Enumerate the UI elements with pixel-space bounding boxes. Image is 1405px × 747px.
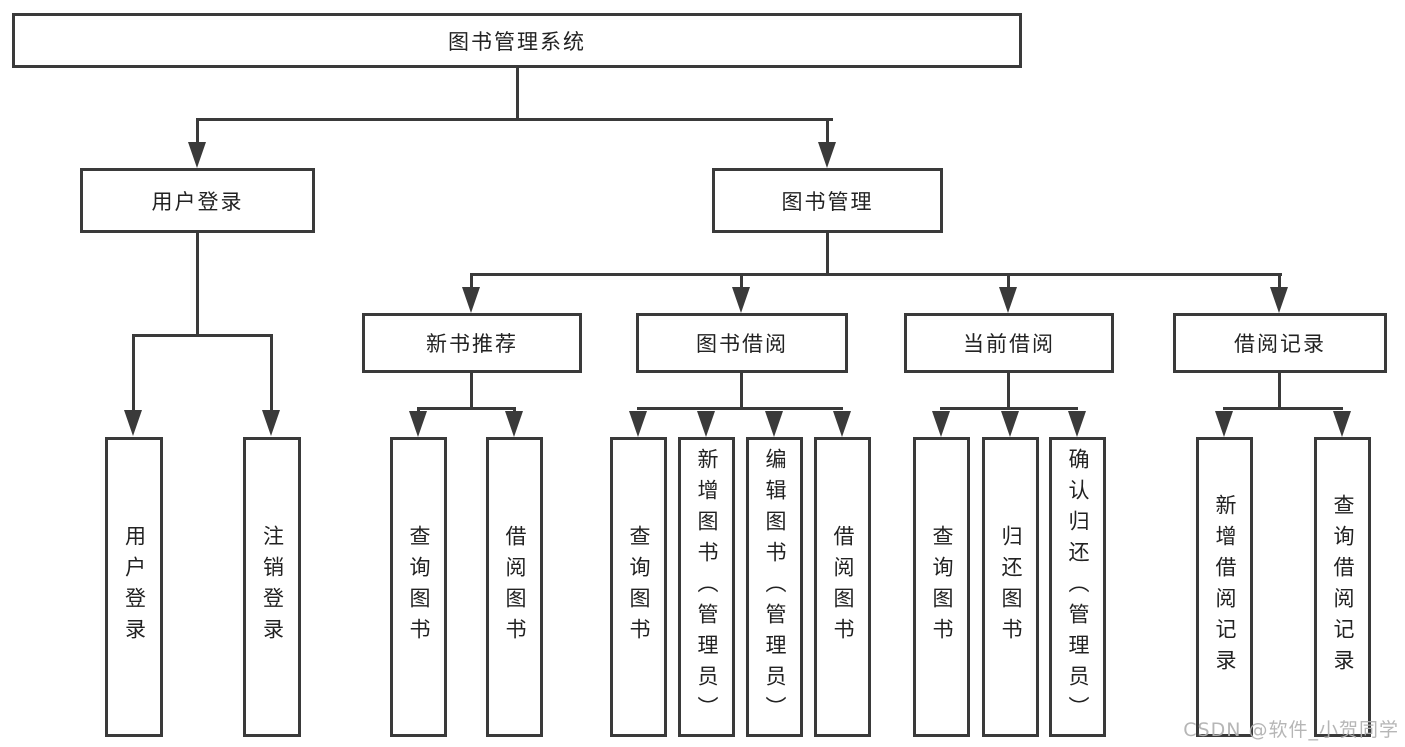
arrow-down-icon	[818, 142, 836, 168]
arrow-down-icon	[697, 411, 715, 437]
connector-cb-stub	[1007, 373, 1010, 407]
leaf-logout: 注销登录	[243, 437, 301, 737]
leaf-bb-query-book-label: 查询图书	[627, 525, 651, 649]
arrow-down-icon	[765, 411, 783, 437]
connector-bb-rail	[637, 407, 843, 410]
node-current-borrow: 当前借阅	[904, 313, 1114, 373]
leaf-bb-borrow-book: 借阅图书	[814, 437, 871, 737]
arrow-down-icon	[462, 287, 480, 313]
connector-user-login-stub	[196, 233, 199, 334]
node-book-borrow: 图书借阅	[636, 313, 848, 373]
connector-bb-stub	[740, 373, 743, 407]
arrow-down-icon	[1333, 411, 1351, 437]
arrow-down-icon	[1215, 411, 1233, 437]
connector-drop-current-borrow	[1007, 273, 1010, 289]
node-root-system: 图书管理系统	[12, 13, 1022, 68]
connector-drop-book-management	[826, 118, 829, 146]
leaf-br-query-record: 查询借阅记录	[1314, 437, 1371, 737]
leaf-nbr-borrow-book: 借阅图书	[486, 437, 543, 737]
connector-br-rail	[1223, 407, 1343, 410]
leaf-bb-query-book: 查询图书	[610, 437, 667, 737]
connector-level2-rail	[196, 118, 833, 121]
leaf-cb-confirm-return: 确认归还（管理员）	[1049, 437, 1106, 737]
leaf-nbr-query-book: 查询图书	[390, 437, 447, 737]
leaf-bb-add-book-label: 新增图书（管理员）	[695, 447, 719, 727]
arrow-down-icon	[999, 287, 1017, 313]
arrow-down-icon	[1068, 411, 1086, 437]
arrow-down-icon	[932, 411, 950, 437]
arrow-down-icon	[409, 411, 427, 437]
leaf-cb-query-book-label: 查询图书	[930, 525, 954, 649]
leaf-br-add-record: 新增借阅记录	[1196, 437, 1253, 737]
node-root-system-label: 图书管理系统	[448, 29, 586, 54]
connector-cb-rail	[940, 407, 1078, 410]
leaf-user-login-label: 用户登录	[122, 525, 147, 649]
node-borrow-record: 借阅记录	[1173, 313, 1387, 373]
connector-drop	[417, 407, 420, 413]
leaf-cb-query-book: 查询图书	[913, 437, 970, 737]
leaf-bb-edit-book-label: 编辑图书（管理员）	[763, 447, 787, 727]
connector-drop-leaf-user-login	[132, 334, 135, 412]
node-borrow-record-label: 借阅记录	[1234, 332, 1326, 356]
connector-nbr-rail	[417, 407, 515, 410]
csdn-watermark: CSDN @软件_小贺同学	[1183, 719, 1399, 741]
leaf-br-query-record-label: 查询借阅记录	[1331, 494, 1355, 680]
arrow-down-icon	[629, 411, 647, 437]
connector-drop	[513, 407, 516, 413]
arrow-down-icon	[505, 411, 523, 437]
connector-drop-leaf-logout	[270, 334, 273, 412]
connector-root-stub	[516, 68, 519, 118]
leaf-bb-edit-book: 编辑图书（管理员）	[746, 437, 803, 737]
leaf-nbr-query-book-label: 查询图书	[407, 525, 431, 649]
connector-book-management-stub	[826, 233, 829, 273]
arrow-down-icon	[1270, 287, 1288, 313]
node-user-login-branch: 用户登录	[80, 168, 315, 233]
leaf-bb-add-book: 新增图书（管理员）	[678, 437, 735, 737]
connector-drop-book-borrow	[740, 273, 743, 289]
arrow-down-icon	[188, 142, 206, 168]
node-user-login-branch-label: 用户登录	[151, 189, 244, 214]
node-new-book-recommend-label: 新书推荐	[426, 332, 518, 356]
arrow-down-icon	[732, 287, 750, 313]
leaf-logout-label: 注销登录	[260, 525, 285, 649]
connector-level3-rail	[470, 273, 1282, 276]
node-current-borrow-label: 当前借阅	[963, 332, 1055, 356]
leaf-nbr-borrow-book-label: 借阅图书	[503, 525, 527, 649]
connector-nbr-stub	[470, 373, 473, 407]
connector-br-stub	[1278, 373, 1281, 407]
arrow-down-icon	[124, 410, 142, 436]
arrow-down-icon	[1001, 411, 1019, 437]
connector-drop-borrow-record	[1278, 273, 1281, 289]
leaf-cb-return-book-label: 归还图书	[999, 525, 1023, 649]
connector-user-login-rail	[132, 334, 273, 337]
leaf-br-add-record-label: 新增借阅记录	[1213, 494, 1237, 680]
node-book-management: 图书管理	[712, 168, 943, 233]
connector-drop-new-book-recommend	[470, 273, 473, 289]
leaf-bb-borrow-book-label: 借阅图书	[831, 525, 855, 649]
leaf-cb-confirm-return-label: 确认归还（管理员）	[1066, 447, 1090, 727]
node-book-management-label: 图书管理	[781, 189, 874, 214]
node-book-borrow-label: 图书借阅	[696, 332, 788, 356]
leaf-user-login: 用户登录	[105, 437, 163, 737]
node-new-book-recommend: 新书推荐	[362, 313, 582, 373]
arrow-down-icon	[833, 411, 851, 437]
arrow-down-icon	[262, 410, 280, 436]
connector-drop-user-login	[196, 118, 199, 146]
leaf-cb-return-book: 归还图书	[982, 437, 1039, 737]
